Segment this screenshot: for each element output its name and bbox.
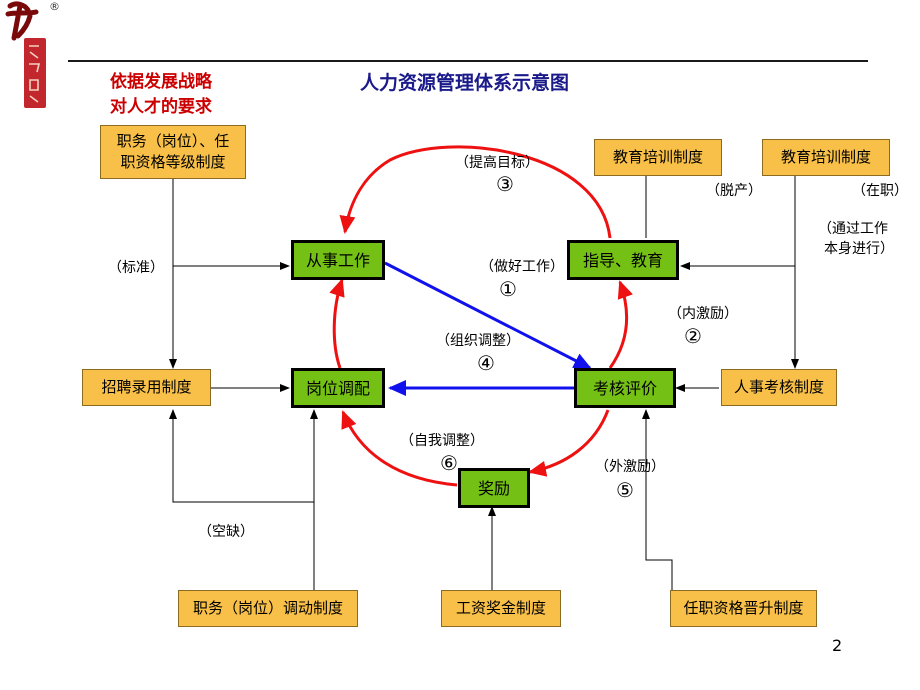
number-5: ⑤: [616, 478, 634, 502]
line-grade-to-work: [172, 178, 290, 270]
strategy-note: 依据发展战略 对人才的要求: [110, 70, 212, 120]
arrow-evaluate-to-guide: [608, 280, 633, 369]
training-onjob-system-box: 教育培训制度: [762, 139, 890, 176]
transfer-system-box: 职务（岗位）调动制度: [178, 590, 358, 627]
promotion-system-box: 任职资格晋升制度: [670, 590, 817, 627]
position-assign-box: 岗位调配: [291, 368, 385, 408]
recruitment-system-box: 招聘录用制度: [82, 369, 211, 406]
label-raise-goal: （提高目标）: [455, 155, 539, 171]
strategy-note-line-2: 对人才的要求: [110, 97, 212, 117]
label-on-job: （在职）: [852, 183, 908, 199]
number-6: ⑥: [440, 451, 458, 475]
label-vacancy: （空缺）: [198, 524, 254, 540]
evaluate-box: 考核评价: [574, 368, 676, 408]
label-standard: （标准）: [108, 260, 164, 276]
strategy-note-line-1: 依据发展战略: [110, 72, 212, 92]
diagram-title: 人力资源管理体系示意图: [360, 72, 570, 94]
label-off-job: （脱产）: [706, 183, 762, 199]
number-1: ①: [499, 277, 517, 301]
position-grade-line-2: 职资格等级制度: [120, 153, 226, 171]
label-through-work-line-1: （通过工作: [818, 221, 888, 237]
salary-bonus-system-box: 工资奖金制度: [441, 590, 561, 627]
position-grade-system-box: 职务（岗位）、任 职资格等级制度: [100, 125, 246, 179]
label-through-work: （通过工作 本身进行）: [818, 219, 894, 259]
company-logo: [5, 1, 46, 108]
number-3: ③: [496, 172, 514, 196]
line-vacancy-loop: [169, 409, 314, 503]
position-grade-line-1: 职务（岗位）、任: [116, 132, 230, 150]
line-promotion-to-evaluate: [642, 409, 673, 592]
arrow-reward-to-assign: [341, 410, 458, 487]
number-4: ④: [477, 351, 495, 375]
arrow-work-to-evaluate: [384, 261, 592, 370]
training-offjob-system-box: 教育培训制度: [594, 139, 722, 176]
label-org-adjust: （组织调整）: [436, 333, 520, 349]
reward-box: 奖励: [458, 468, 530, 508]
arrow-evaluate-to-reward: [528, 409, 610, 477]
registered-mark-icon: ®: [49, 0, 60, 13]
number-2: ②: [684, 324, 702, 348]
guide-educate-box: 指导、教育: [567, 240, 679, 280]
engage-work-box: 从事工作: [291, 240, 385, 280]
page-number: 2: [832, 636, 843, 655]
label-do-well: （做好工作）: [480, 259, 564, 275]
label-self-adjust: （自我调整）: [400, 433, 484, 449]
arrow-guide-to-work: [339, 145, 612, 239]
appraisal-system-box: 人事考核制度: [721, 369, 837, 406]
label-inner-incentive: （内激励）: [668, 306, 738, 322]
header-rule: [68, 60, 868, 62]
label-outer-incentive: （外激励）: [595, 459, 665, 475]
arrow-assign-to-work: [329, 278, 345, 369]
label-through-work-line-2: 本身进行）: [824, 241, 894, 257]
